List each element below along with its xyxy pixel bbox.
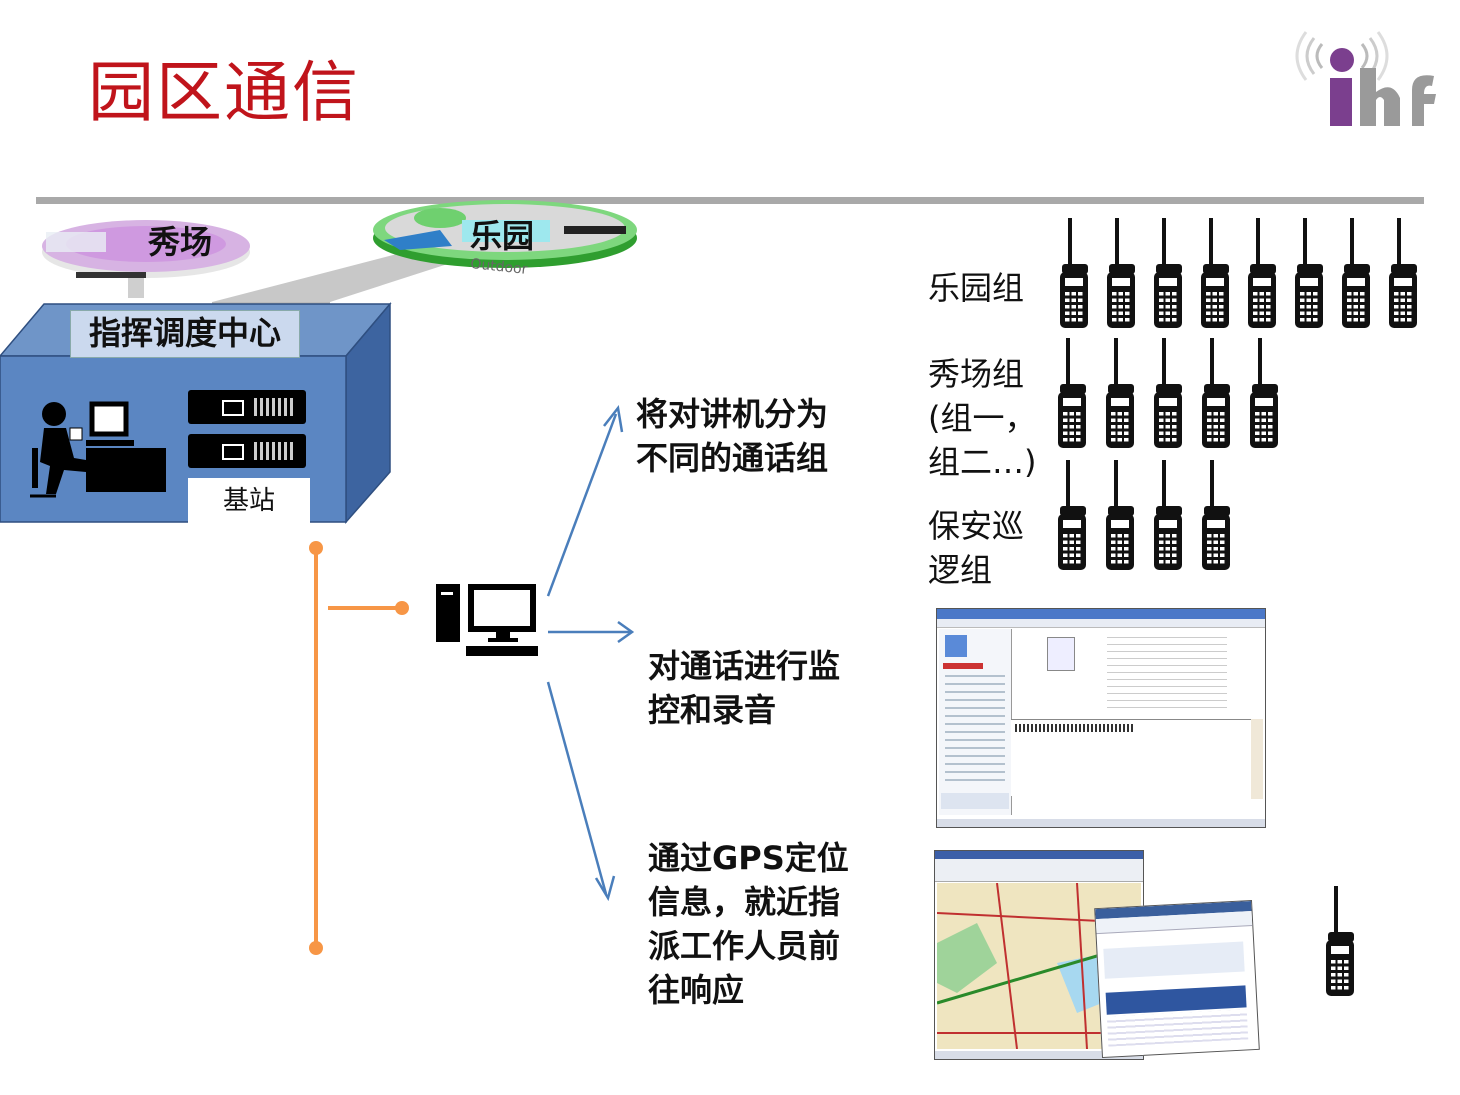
- group-label-show: 秀场组 (组一， 组二…): [928, 352, 1037, 484]
- walkie-talkie-icon: [1058, 460, 1086, 570]
- ihf-logo: ihf: [1282, 28, 1452, 138]
- page-title: 园区通信: [88, 54, 360, 131]
- command-center-label: 指挥调度中心: [70, 310, 300, 358]
- function-text-line: 往响应: [648, 971, 745, 1009]
- walkie-talkie-icon: [1154, 338, 1182, 448]
- locator-window-screenshot: [1094, 899, 1260, 1059]
- walkie-talkie-icon: [1295, 218, 1323, 328]
- venue-illustration: Outdoor: [42, 200, 637, 308]
- walkie-talkie-icon: [1154, 218, 1182, 328]
- function-grouping: 将对讲机分为 不同的通话组: [636, 392, 828, 480]
- walkie-talkie-icon: [1107, 218, 1135, 328]
- function-monitoring: 对通话进行监 控和录音: [648, 644, 840, 732]
- park-sub-label: Outdoor: [470, 256, 529, 278]
- walkie-talkie-icon: [1248, 218, 1276, 328]
- base-station-unit: [188, 434, 306, 468]
- monitoring-software-screenshot: [936, 608, 1266, 828]
- group-label-park: 乐园组: [928, 266, 1024, 310]
- function-arrows: [546, 404, 635, 902]
- show-venue-label: 秀场: [148, 223, 213, 261]
- operator-desk-icon: [30, 401, 166, 498]
- group-label-line: 秀场组: [928, 355, 1025, 393]
- network-connector: [309, 541, 409, 955]
- group-label-line: 逻组: [928, 551, 993, 589]
- group-label-line: 乐园组: [928, 269, 1025, 307]
- group-label-line: 保安巡: [928, 507, 1025, 545]
- walkie-talkie-icon: [1154, 460, 1182, 570]
- function-text-line: 派工作人员前: [648, 927, 841, 965]
- base-station-label: 基站: [188, 478, 310, 524]
- function-text-line: 控和录音: [648, 691, 777, 729]
- function-text-line: 对通话进行监: [648, 647, 841, 685]
- walkie-talkie-icon: [1201, 218, 1229, 328]
- group-label-line: 组二…): [928, 443, 1037, 481]
- function-text-line: 将对讲机分为: [636, 395, 829, 433]
- walkie-talkie-icon: [1060, 218, 1088, 328]
- dispatched-radio-icon: [1324, 886, 1356, 1002]
- walkie-talkie-icon: [1106, 338, 1134, 448]
- walkie-talkie-icon: [1389, 218, 1417, 328]
- function-gps-dispatch: 通过GPS定位 信息，就近指 派工作人员前 往响应: [648, 836, 849, 1012]
- signal-waves-icon: [1295, 31, 1436, 126]
- walkie-talkie-icon: [1202, 338, 1230, 448]
- walkie-talkie-icon: [1202, 460, 1230, 570]
- function-text-line: 不同的通话组: [636, 439, 829, 477]
- walkie-talkie-icon: [1106, 460, 1134, 570]
- group-label-security: 保安巡 逻组: [928, 504, 1024, 592]
- walkie-talkie-icon: [1326, 886, 1354, 996]
- title-divider: [36, 197, 1424, 204]
- group-label-line: (组一，: [928, 399, 1037, 437]
- base-station-unit: [188, 390, 306, 424]
- function-text-line: 通过GPS定位: [648, 839, 849, 877]
- walkie-talkie-icon: [1058, 338, 1086, 448]
- walkie-talkie-icon: [1342, 218, 1370, 328]
- computer-icon: [436, 584, 538, 656]
- function-text-line: 信息，就近指: [648, 883, 841, 921]
- park-venue-label: 乐园: [470, 217, 535, 255]
- walkie-talkie-icon: [1250, 338, 1278, 448]
